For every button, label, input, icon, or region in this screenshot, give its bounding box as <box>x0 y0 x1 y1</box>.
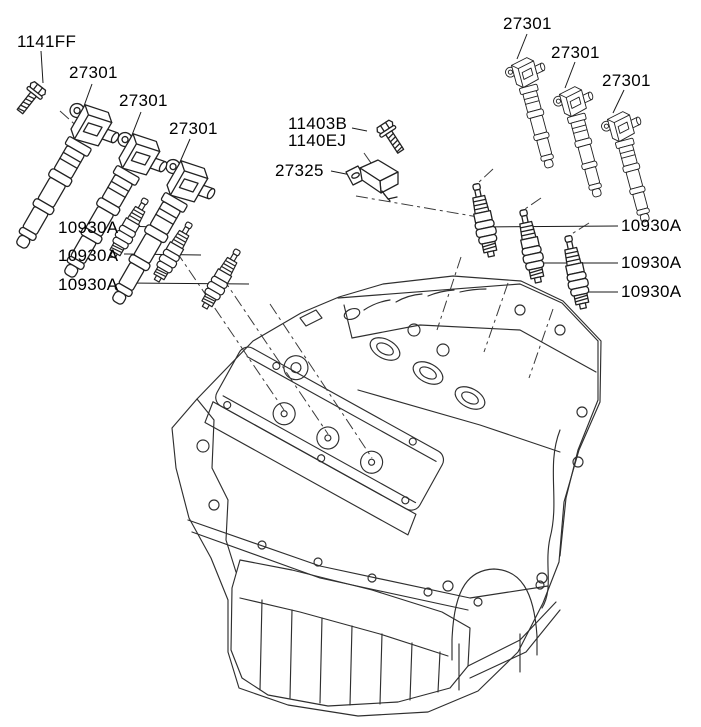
label-spark-plug-right-3[interactable]: 10930A <box>621 282 682 301</box>
label-condenser[interactable]: 27325 <box>275 161 324 180</box>
ignition-coil-right-3 <box>598 107 667 227</box>
ignition-coil-right-1 <box>502 53 571 173</box>
ignition-coil-right-2 <box>550 82 619 202</box>
axis-line-coil-bolt <box>59 110 81 130</box>
axis-line-left-1 <box>175 250 285 411</box>
spark-plug-well-1 <box>272 402 296 426</box>
label-spark-plug-left-1[interactable]: 10930A <box>58 218 119 237</box>
label-ignition-coil-left-1[interactable]: 27301 <box>69 63 118 82</box>
condenser-bolt-art <box>374 118 409 157</box>
spark-plug-well-3 <box>360 450 384 474</box>
label-ignition-coil-left-2[interactable]: 27301 <box>119 91 168 110</box>
label-ignition-coil-right-1[interactable]: 27301 <box>503 14 552 33</box>
axis-line-left-3 <box>269 303 373 459</box>
spark-plug-well-2 <box>316 426 340 450</box>
label-spark-plug-left-2[interactable]: 10930A <box>58 246 119 265</box>
spark-plug-right-3 <box>557 233 594 312</box>
label-spark-plug-left-3[interactable]: 10930A <box>58 275 119 294</box>
explosion-axis-lines <box>59 110 590 459</box>
label-ignition-coil-right-3[interactable]: 27301 <box>602 71 651 90</box>
label-spark-plug-right-2[interactable]: 10930A <box>621 253 682 272</box>
coil-bolt-art <box>12 79 48 118</box>
spark-plug-right-1 <box>465 181 502 260</box>
label-condenser-bolt-b[interactable]: 1140EJ <box>288 131 347 150</box>
condenser-art <box>345 159 399 202</box>
label-ignition-coil-right-2[interactable]: 27301 <box>551 43 600 62</box>
axis-line-right-2 <box>483 197 542 353</box>
bell-housing-arch <box>451 568 538 641</box>
label-condenser-bolt-a[interactable]: 11403B <box>288 114 348 133</box>
intake-ports <box>369 337 486 410</box>
engine-line-art <box>171 275 602 717</box>
label-spark-plug-right-1[interactable]: 10930A <box>621 216 682 235</box>
axis-line-right-3 <box>528 222 590 379</box>
axis-line-condenser-bolt <box>363 152 372 164</box>
axis-line-left-2 <box>221 276 329 435</box>
label-coil-bolt[interactable]: 1141FF <box>17 32 77 51</box>
spark-plug-right-2 <box>512 207 549 286</box>
label-ignition-coil-left-3[interactable]: 27301 <box>169 119 218 138</box>
axis-line-condenser <box>355 195 491 220</box>
axis-line-right-1 <box>436 168 494 331</box>
